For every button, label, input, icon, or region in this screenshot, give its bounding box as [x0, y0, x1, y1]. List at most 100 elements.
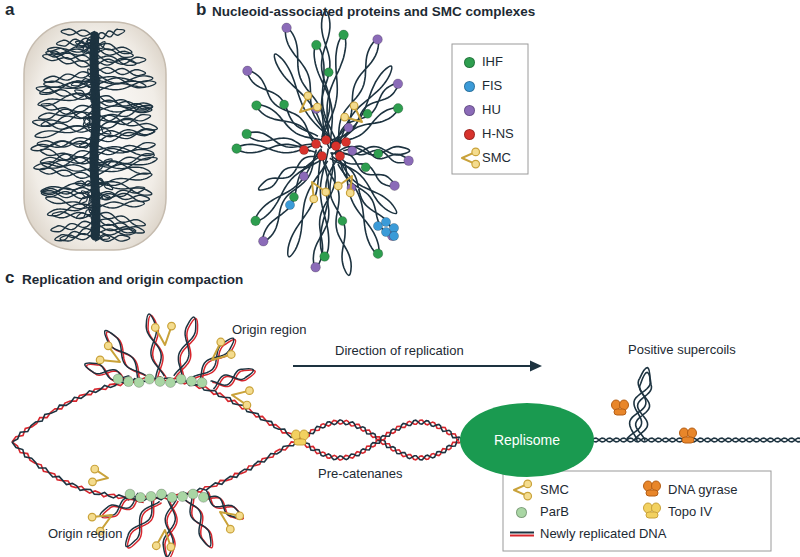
dna-loop: [94, 187, 144, 202]
legend-text: Newly replicated DNA: [540, 526, 666, 542]
dna-strand: [300, 420, 461, 459]
dna-loop: [61, 29, 95, 37]
protein-dot: [317, 151, 326, 160]
supercoil: [635, 372, 652, 440]
smc-head: [310, 195, 318, 203]
smc-head: [152, 324, 160, 332]
dna-strand: [12, 377, 300, 442]
parb-dot: [188, 489, 198, 499]
parb-dot: [167, 492, 177, 502]
protein-dot: [344, 123, 353, 132]
protein-dot: [338, 216, 347, 225]
parb-dot: [125, 489, 135, 499]
dna-loop: [93, 175, 113, 189]
arrow-head: [530, 361, 542, 372]
parb-dot: [178, 492, 188, 502]
protein-dot: [311, 139, 320, 148]
legend-box: [452, 44, 528, 174]
protein-dot: [285, 200, 294, 209]
dna-loop: [247, 70, 318, 141]
dna-loop: [95, 143, 156, 157]
dna-loop: [92, 159, 112, 173]
smc-head: [89, 478, 97, 486]
dna-strand: [12, 442, 301, 499]
smc-head: [227, 525, 235, 533]
smc-head: [152, 542, 160, 550]
dna-loop: [263, 149, 323, 241]
dna-loop: [106, 332, 147, 382]
smc-head: [88, 513, 96, 521]
parb-dot: [136, 493, 146, 503]
dna-loop: [43, 54, 96, 69]
smc-head: [322, 188, 330, 196]
annotation-label: Positive supercoils: [628, 342, 736, 358]
parb-dot: [124, 377, 134, 387]
dna-loop: [91, 142, 100, 165]
protein-dot: [251, 216, 261, 226]
dna-loop: [94, 115, 150, 131]
legend-text: DNA gyrase: [668, 482, 737, 498]
legend-line: [510, 535, 534, 537]
smc-head: [91, 465, 99, 473]
parb-dot: [113, 374, 123, 384]
smc-head: [472, 148, 480, 156]
protein-dot: [393, 79, 403, 89]
smc-head: [334, 182, 342, 190]
protein-dot: [373, 249, 383, 259]
protein-dot: [282, 23, 292, 33]
parb-dot: [199, 492, 209, 502]
dna-loop: [95, 229, 136, 235]
dna-loop: [321, 34, 346, 141]
dna-strand: [12, 438, 299, 500]
protein-dot: [280, 100, 289, 109]
dna-loop: [39, 103, 96, 119]
protein-dot: [252, 101, 262, 111]
panel-heading: b: [196, 2, 206, 18]
dna-loop: [329, 66, 392, 153]
legend-text: H-NS: [482, 126, 514, 142]
parb-dot: [166, 378, 176, 388]
dna-loop: [95, 29, 125, 39]
panel-heading: c: [5, 270, 14, 286]
parb-dot: [155, 376, 165, 386]
parb-dot: [146, 491, 156, 501]
protein-dot: [363, 109, 372, 118]
parb-dot: [145, 374, 155, 384]
dna-loop: [90, 51, 98, 73]
replisome-ellipse: Replisome: [459, 402, 595, 478]
smc-head: [314, 103, 322, 111]
parb-dot: [157, 489, 167, 499]
dna-loop: [211, 369, 254, 389]
dna-loop: [330, 153, 397, 214]
smc-head: [236, 512, 244, 520]
legend-text: ParB: [540, 504, 569, 520]
smc-head: [96, 356, 104, 364]
protein-dot: [389, 231, 398, 240]
dna-loop: [40, 168, 96, 180]
dna-loop: [91, 207, 99, 230]
dna-strand: [592, 438, 800, 442]
dna-gyrase: [614, 409, 626, 415]
dna-loop: [90, 117, 99, 138]
legend-text: Topo IV: [668, 504, 712, 520]
protein-dot: [299, 145, 308, 154]
dna-loop: [331, 108, 399, 150]
smc-head: [524, 492, 532, 500]
protein-dot: [299, 172, 308, 181]
protein-dot: [311, 262, 321, 272]
dna-loop: [75, 181, 94, 186]
panel-heading: Nucleoid-associated proteins and SMC com…: [212, 4, 535, 20]
dna-strand: [12, 378, 300, 443]
dna-loop: [88, 69, 98, 87]
protein-dot: [331, 141, 340, 150]
protein-dot: [374, 149, 383, 158]
dna-loop: [329, 83, 399, 147]
cell-outline: [24, 22, 166, 250]
annotation-label: Direction of replication: [335, 343, 464, 359]
dna-loop: [40, 149, 95, 167]
protein-dot: [324, 68, 333, 77]
legend-swatch: [464, 81, 475, 92]
smc-head: [304, 92, 312, 100]
annotation-label: Pre-catenanes: [318, 466, 403, 482]
